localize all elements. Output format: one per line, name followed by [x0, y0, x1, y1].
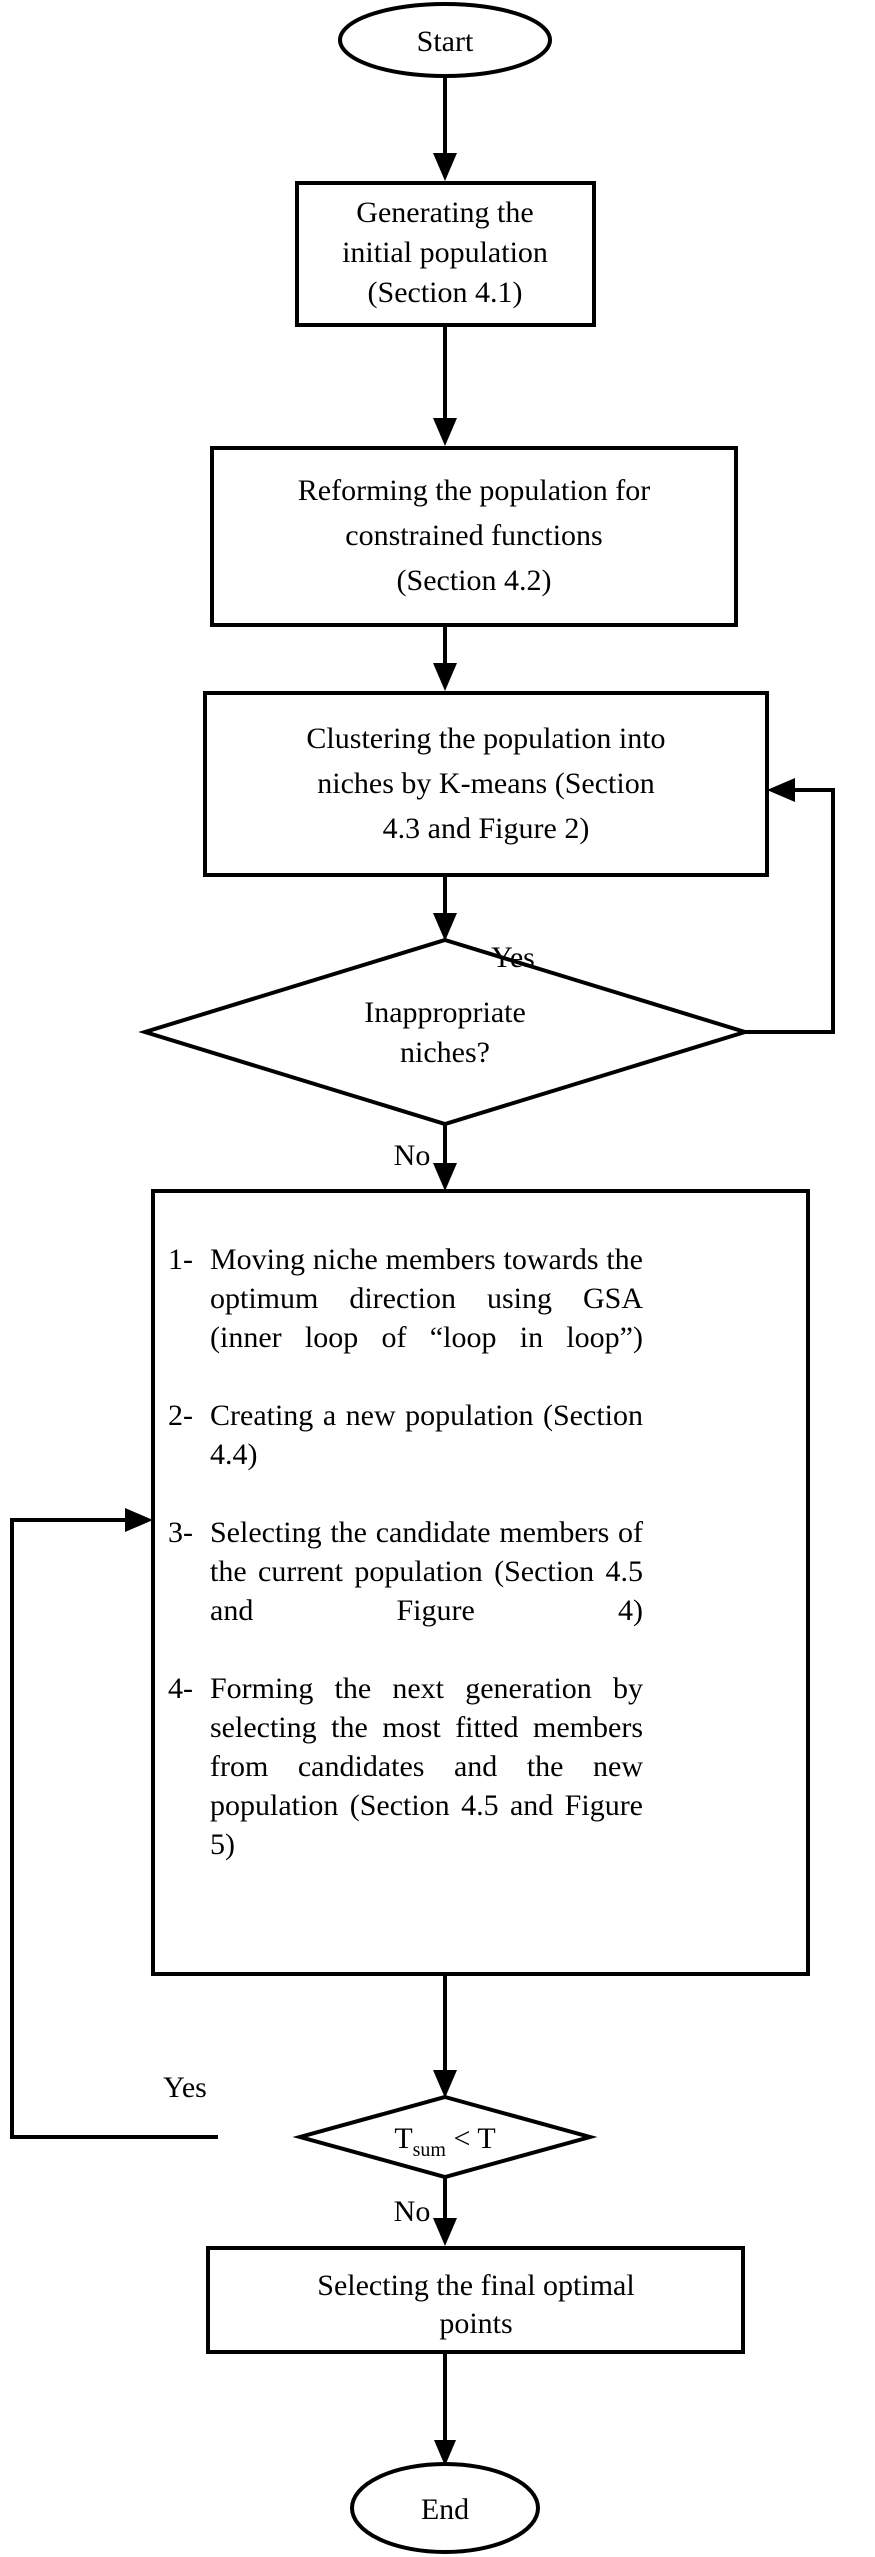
list-item-text: Moving niche members towards the optimum… [210, 1243, 643, 1354]
node-clustering[interactable]: Clustering the population into niches by… [203, 691, 769, 877]
list-item-marker: 4- [168, 1672, 193, 1705]
generating-box [295, 181, 596, 327]
edge-generating-to-reforming [433, 325, 457, 446]
edge-start-to-generating [433, 76, 457, 181]
clustering-box [203, 691, 769, 877]
edge-label-niche-yes: Yes [491, 941, 535, 974]
clustering-line-1: Clustering the population into [306, 722, 665, 755]
arrow-head-icon [433, 153, 457, 181]
list-item-text: Forming the next generation by selecting… [210, 1672, 643, 1861]
end-ellipse [350, 2462, 540, 2554]
edge-clustering-to-niche-decision [433, 875, 457, 941]
list-item-text: Creating a new population (Section 4.4) [210, 1399, 643, 1471]
main-steps-box [151, 1189, 810, 1976]
generating-line-1: Generating the [356, 196, 533, 229]
time-decision-main: T [394, 2122, 412, 2155]
edge-time-no [433, 2177, 457, 2246]
generating-line-2: initial population [342, 236, 548, 269]
list-item: 2- Creating a new population (Section 4.… [168, 1396, 643, 1513]
arrow-head-icon [433, 2070, 457, 2098]
edge-final-to-end [434, 2352, 456, 2466]
end-label: End [421, 2493, 469, 2526]
node-reforming[interactable]: Reforming the population for constrained… [210, 446, 738, 627]
reforming-box [210, 446, 738, 627]
clustering-line-3: 4.3 and Figure 2) [383, 812, 590, 845]
list-item-marker: 2- [168, 1399, 193, 1432]
list-item: 3- Selecting the candidate members of th… [168, 1513, 643, 1669]
time-decision-label: Tsum < T [394, 2122, 495, 2161]
generating-line-3: (Section 4.1) [368, 276, 523, 309]
edge-line [745, 788, 835, 1034]
list-item: 4- Forming the next generation by select… [168, 1669, 643, 1903]
arrow-head-icon [433, 418, 457, 446]
edge-reforming-to-clustering [433, 625, 457, 691]
start-label: Start [417, 25, 474, 58]
edge-line [10, 1518, 218, 2139]
list-item-marker: 1- [168, 1243, 193, 1276]
niche-decision-line-1: Inappropriate [364, 996, 526, 1029]
niche-decision-line-2: niches? [400, 1036, 490, 1069]
reforming-line-1: Reforming the population for [298, 474, 650, 507]
final-line-1: Selecting the final optimal [317, 2269, 634, 2302]
arrow-head-icon [433, 913, 457, 941]
node-main-steps[interactable] [151, 1189, 810, 1976]
arrow-head-icon [125, 1508, 153, 1532]
final-box [206, 2246, 745, 2354]
arrow-head-icon [434, 2440, 456, 2466]
niche-decision-diamond [138, 937, 752, 1127]
node-generating[interactable]: Generating the initial population (Secti… [295, 181, 596, 327]
list-item-text: Selecting the candidate members of the c… [210, 1516, 643, 1627]
arrow-head-icon [433, 1163, 457, 1191]
node-niche-decision[interactable]: Inappropriate niches? [138, 937, 752, 1127]
node-end[interactable]: End [350, 2462, 540, 2554]
node-final[interactable]: Selecting the final optimal points [206, 2246, 745, 2354]
time-decision-rest: < T [446, 2122, 496, 2155]
edge-time-yes-loop [10, 1508, 218, 2139]
edge-main-to-time-decision [433, 1974, 457, 2098]
list-item: 1- Moving niche members towards the opti… [168, 1240, 643, 1396]
time-decision-sub: sum [413, 2139, 447, 2161]
reforming-line-2: constrained functions [345, 519, 602, 552]
clustering-line-2: niches by K-means (Section [317, 767, 654, 800]
reforming-line-3: (Section 4.2) [397, 564, 552, 597]
arrow-head-icon [433, 2218, 457, 2246]
edge-label-niche-no: No [394, 1139, 431, 1172]
edge-label-time-no: No [394, 2195, 431, 2228]
list-item-marker: 3- [168, 1516, 193, 1549]
arrow-head-icon [433, 663, 457, 691]
node-start[interactable]: Start [338, 2, 552, 78]
arrow-head-icon [767, 778, 795, 802]
edge-niche-yes-loop [745, 778, 835, 1034]
edge-niche-no [433, 1124, 457, 1191]
main-steps-list: 1- Moving niche members towards the opti… [168, 1240, 643, 1903]
node-time-decision[interactable]: Tsum < T [292, 2094, 598, 2180]
final-line-2: points [439, 2307, 512, 2340]
edge-label-time-yes: Yes [163, 2071, 207, 2104]
